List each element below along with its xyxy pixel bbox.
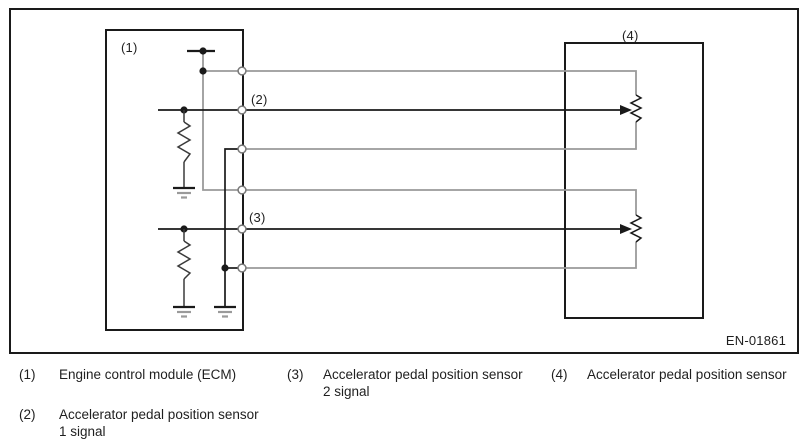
legend-item: (1) Engine control module (ECM) bbox=[19, 366, 236, 383]
signal1-wire bbox=[158, 105, 632, 115]
power-tap-symbol bbox=[187, 47, 215, 75]
legend-item-text: Engine control module (ECM) bbox=[59, 367, 237, 382]
signal1-arrowhead bbox=[620, 105, 632, 115]
supply-wires bbox=[202, 51, 637, 269]
legend-item: (4) Accelerator pedal position sensor bbox=[551, 366, 787, 383]
pin-signal1 bbox=[237, 105, 247, 115]
pin-return2 bbox=[237, 263, 247, 273]
ecm-box bbox=[105, 29, 244, 331]
ecm-connector-pins bbox=[237, 66, 247, 273]
legend-item-number: (3) bbox=[287, 367, 304, 382]
pin-signal2 bbox=[237, 224, 247, 234]
ecm-callout: (1) bbox=[121, 40, 138, 55]
signal2-wire bbox=[158, 224, 632, 234]
legend-item: (2) Accelerator pedal position sensor 1 … bbox=[19, 406, 259, 440]
ground-symbol-1 bbox=[173, 186, 195, 199]
potentiometer2-element bbox=[629, 214, 643, 243]
sensor-box bbox=[564, 42, 704, 319]
potentiometer1-element bbox=[629, 94, 643, 123]
legend-item: (3) Accelerator pedal position sensor 2 … bbox=[287, 366, 523, 400]
ecm-resistor2 bbox=[176, 229, 192, 306]
return-bus bbox=[221, 148, 238, 306]
sensor-callout: (4) bbox=[622, 28, 639, 43]
pin-return1 bbox=[237, 144, 247, 154]
signal2-arrowhead bbox=[620, 224, 632, 234]
signal1-callout: (2) bbox=[251, 92, 268, 107]
legend-item-text: Accelerator pedal position sensor 2 sign… bbox=[323, 367, 523, 399]
figure-border bbox=[9, 8, 799, 354]
legend-item-number: (1) bbox=[19, 367, 36, 382]
legend-item-text: Accelerator pedal position sensor bbox=[587, 367, 787, 382]
figure-code: EN-01861 bbox=[725, 333, 786, 348]
signal2-callout: (3) bbox=[249, 210, 266, 225]
ecm-resistor1 bbox=[176, 110, 192, 187]
ground-symbol-2 bbox=[173, 305, 195, 318]
pin-supply2 bbox=[237, 185, 247, 195]
ground-symbol-3 bbox=[214, 305, 236, 318]
pin-supply1 bbox=[237, 66, 247, 76]
legend-item-number: (2) bbox=[19, 407, 36, 422]
legend-item-text: Accelerator pedal position sensor 1 sign… bbox=[59, 407, 259, 439]
legend-item-number: (4) bbox=[551, 367, 568, 382]
